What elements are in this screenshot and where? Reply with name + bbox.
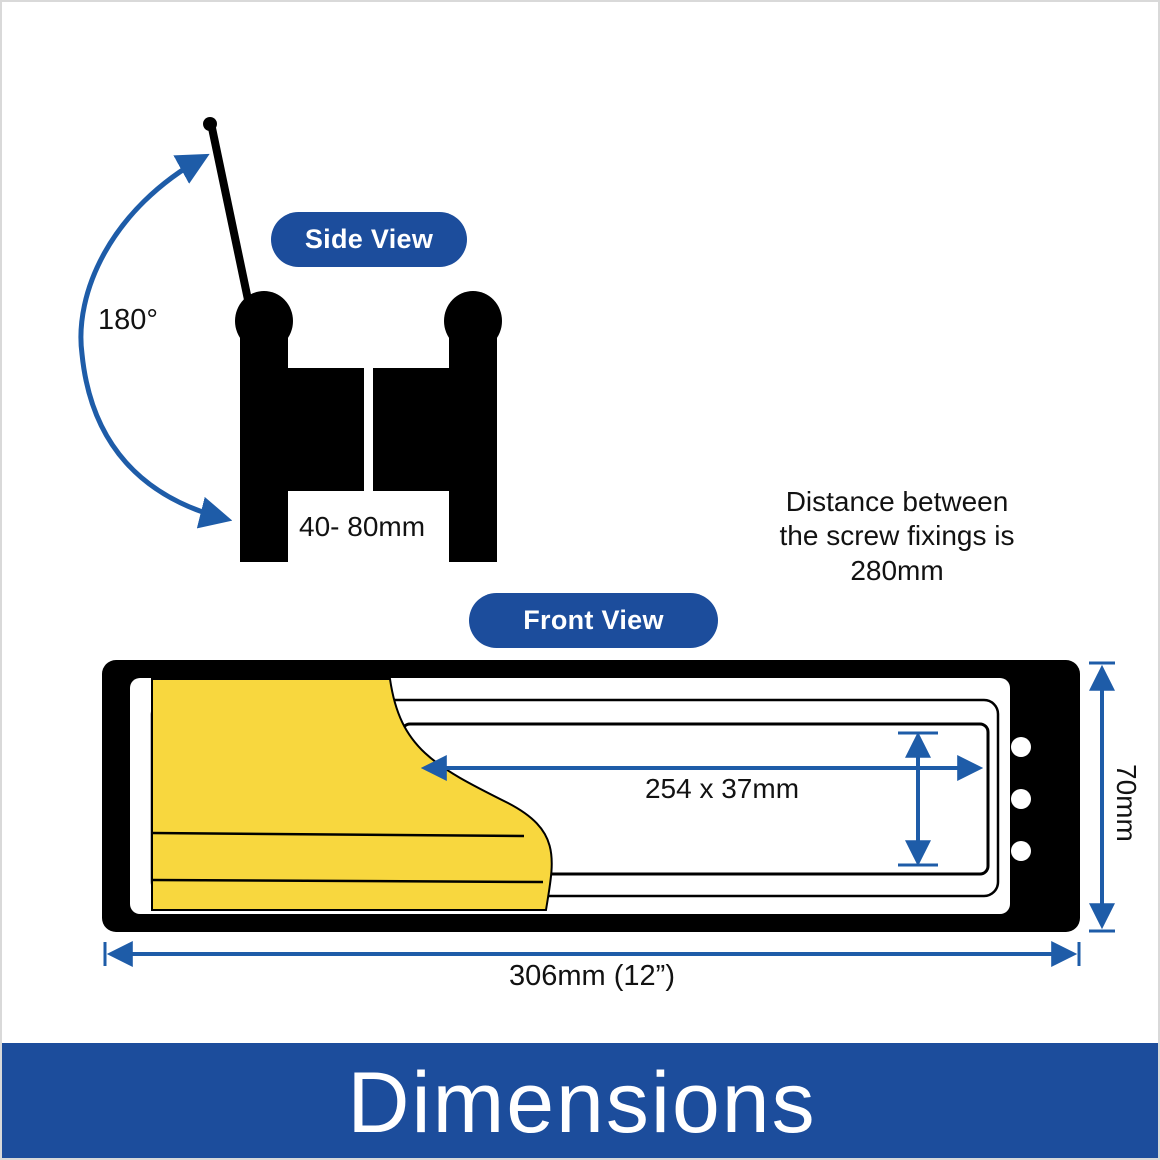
front-view-badge: Front View bbox=[469, 593, 718, 648]
screw-hole-bottom bbox=[1011, 841, 1031, 861]
aperture-dimension-label: 254 x 37mm bbox=[644, 773, 800, 804]
screw-hole-middle bbox=[1011, 789, 1031, 809]
screw-fixing-note-line: the screw fixings is bbox=[779, 520, 1015, 552]
side-view-badge: Side View bbox=[271, 212, 467, 267]
rotation-arc-arrow bbox=[78, 153, 233, 529]
dimension-annotations bbox=[103, 661, 1115, 967]
side-view-drawing bbox=[78, 117, 502, 562]
side-view-badge-label: Side View bbox=[304, 224, 434, 254]
height-dimension-label: 70mm bbox=[1111, 764, 1142, 842]
brush-seam-line-1 bbox=[151, 831, 525, 838]
brush-flap bbox=[151, 678, 553, 911]
brush-seam-line-2 bbox=[151, 878, 544, 884]
screw-fixing-note: Distance between the screw fixings is 28… bbox=[750, 485, 1044, 588]
angle-label: 180° bbox=[98, 304, 158, 336]
screw-fixing-note-line: Distance between bbox=[785, 486, 1009, 517]
left-clamp bbox=[235, 291, 364, 562]
door-thickness-label: 40- 80mm bbox=[299, 511, 426, 542]
right-clamp bbox=[373, 291, 502, 562]
flap-line bbox=[208, 127, 255, 315]
screw-fixing-note-line: 280mm bbox=[850, 554, 944, 586]
footer-banner: Dimensions bbox=[2, 1043, 1158, 1158]
front-view-drawing bbox=[102, 660, 1080, 932]
front-view-badge-label: Front View bbox=[523, 605, 664, 635]
screw-hole-top bbox=[1011, 737, 1031, 757]
width-dimension-label: 306mm (12”) bbox=[509, 960, 675, 992]
flap-tip-dot bbox=[203, 117, 217, 131]
footer-title: Dimensions bbox=[347, 1054, 817, 1151]
